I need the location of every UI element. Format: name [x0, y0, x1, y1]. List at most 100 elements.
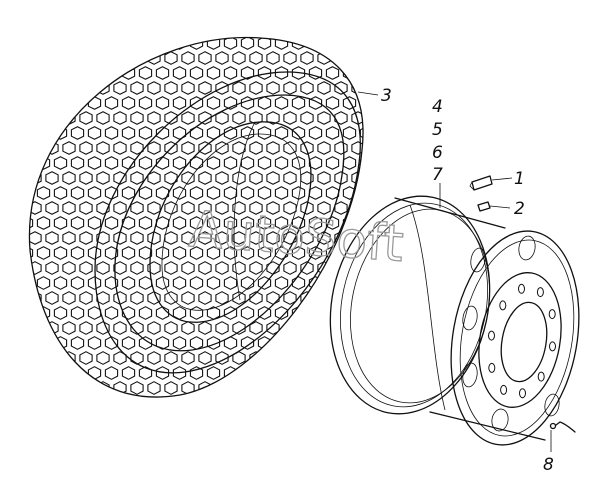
- tread-block: [130, 51, 144, 65]
- tread-block: [308, 246, 323, 260]
- tread-block: [334, 381, 348, 395]
- tread-block: [79, 261, 93, 275]
- tread-block: [96, 81, 110, 95]
- tread-block: [70, 156, 85, 170]
- tread-block: [70, 306, 85, 320]
- bolt-hole: [549, 341, 556, 352]
- tread-block: [36, 96, 51, 110]
- tread-block: [359, 96, 364, 110]
- tread-block: [113, 141, 127, 155]
- tread-block: [198, 351, 212, 365]
- tread-block: [198, 201, 212, 215]
- tread-block: [29, 186, 34, 200]
- tread-block: [223, 66, 238, 80]
- tread-block: [62, 81, 76, 95]
- callout-3: 3: [381, 86, 392, 106]
- tread-block: [342, 336, 357, 350]
- tread-block: [87, 216, 102, 230]
- tread-block: [87, 186, 102, 200]
- tread-block: [342, 156, 357, 170]
- tire-valve: [549, 421, 576, 433]
- tread-block: [79, 81, 93, 95]
- tread-block: [267, 22, 279, 35]
- tread-block: [172, 156, 187, 170]
- tread-block: [206, 216, 221, 230]
- tread-block: [147, 111, 161, 125]
- tread-block: [12, 382, 24, 395]
- tread-block: [206, 156, 221, 170]
- tread-block: [206, 186, 221, 200]
- tread-block: [70, 126, 85, 140]
- tread-block: [172, 276, 187, 290]
- tread-block: [198, 261, 212, 275]
- tread-block: [300, 321, 314, 335]
- rim-flange-ring-2: [339, 202, 489, 408]
- tread-block: [79, 111, 93, 125]
- tread-block: [291, 396, 306, 398]
- tread-block: [155, 366, 170, 380]
- tread-block: [198, 51, 212, 65]
- tread-block: [70, 336, 85, 350]
- tread-block: [29, 141, 42, 155]
- tire-inner-opening: [149, 121, 312, 323]
- tread-block: [308, 306, 323, 320]
- tread-block: [164, 111, 178, 125]
- rim-vent-hole: [518, 235, 536, 261]
- leader-line-2: [489, 205, 511, 209]
- tread-block: [257, 96, 272, 110]
- tread-block: [335, 22, 347, 35]
- tread-block: [317, 141, 331, 155]
- tread-block: [138, 126, 153, 140]
- tread-block: [283, 81, 297, 95]
- tread-block: [121, 276, 136, 290]
- tread-block: [36, 37, 51, 50]
- tread-block: [147, 201, 161, 215]
- tread-block: [70, 216, 85, 230]
- tread-block: [62, 201, 76, 215]
- tread-block: [138, 186, 153, 200]
- tread-block: [189, 306, 204, 320]
- tread-block: [172, 216, 187, 230]
- tread-block: [45, 171, 59, 185]
- rim-bolt-holes: [488, 283, 556, 399]
- tread-block: [283, 201, 297, 215]
- tread-block: [274, 126, 289, 140]
- tread-block: [266, 291, 280, 305]
- tread-block: [29, 366, 34, 380]
- tread-block: [257, 336, 272, 350]
- tread-block: [291, 246, 306, 260]
- tread-block: [12, 52, 24, 65]
- tread-block: [369, 292, 381, 305]
- tread-block: [62, 51, 76, 65]
- rim-barrel-top: [394, 197, 506, 229]
- tread-block: [113, 291, 127, 305]
- tread-block: [266, 231, 280, 245]
- callout-2: 2: [514, 199, 525, 219]
- tread-block: [130, 111, 144, 125]
- tread-block: [97, 22, 109, 35]
- tread-block: [36, 396, 51, 398]
- tread-block: [369, 82, 381, 95]
- tread-block: [87, 366, 102, 380]
- tread-block: [36, 186, 51, 200]
- tread-block: [232, 291, 246, 305]
- tread-block: [249, 261, 263, 275]
- tread-block: [45, 111, 59, 125]
- tread-block: [87, 156, 102, 170]
- tread-block: [283, 291, 297, 305]
- tread-block: [232, 171, 246, 185]
- tire-outer-contour: [28, 36, 364, 398]
- tread-block: [232, 321, 246, 335]
- tread-block: [96, 51, 110, 65]
- tread-block: [232, 261, 246, 275]
- tread-block: [240, 66, 255, 80]
- tread-block: [325, 306, 340, 320]
- tread-block: [45, 201, 59, 215]
- tread-block: [121, 366, 136, 380]
- rim-vent-hole: [462, 305, 478, 331]
- tread-block: [334, 141, 348, 155]
- tread-block: [36, 216, 51, 230]
- callout-8: 8: [543, 455, 554, 475]
- tread-block: [308, 66, 323, 80]
- tread-block: [198, 171, 212, 185]
